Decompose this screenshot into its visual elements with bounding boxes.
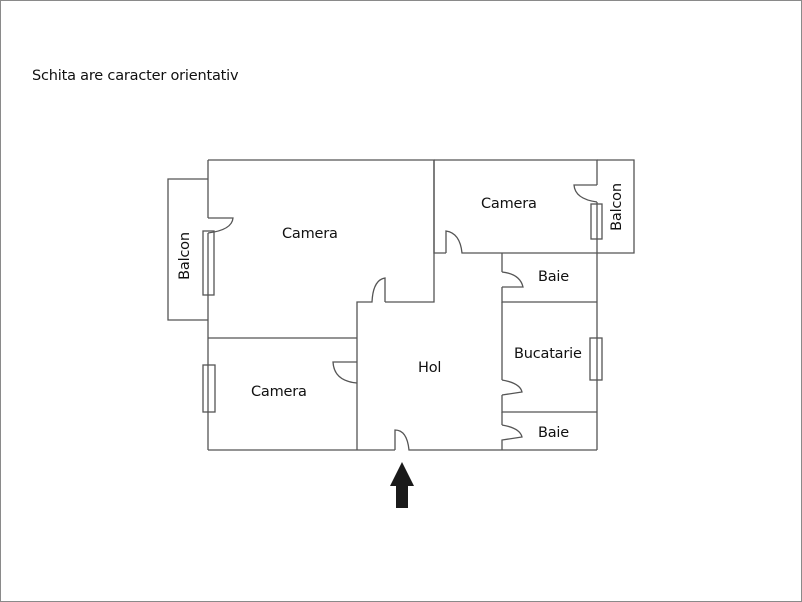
- window-bucatarie: [589, 337, 603, 381]
- door-balcony-right: [573, 184, 598, 203]
- door-camera-top-left: [356, 277, 386, 450]
- balcony-right-outline: [597, 159, 635, 254]
- room-label-camera-top-left: Camera: [282, 226, 338, 242]
- door-camera-bottom-left: [332, 361, 358, 384]
- door-baie-top: [501, 271, 524, 288]
- room-label-balcon-right: Balcon: [609, 183, 625, 231]
- arrow-up-icon: [390, 462, 414, 508]
- entrance-door: [394, 429, 597, 451]
- door-baie-bottom: [501, 424, 523, 450]
- room-label-camera-top-right: Camera: [481, 196, 537, 212]
- room-label-bucatarie: Bucatarie: [514, 346, 582, 362]
- door-bucatarie: [501, 379, 523, 396]
- window-balcony-left: [202, 230, 215, 296]
- window-camera-bottom-left: [202, 364, 216, 413]
- balcony-left-outline: [167, 178, 208, 321]
- door-balcony-left: [207, 217, 234, 234]
- room-label-balcon-left: Balcon: [177, 232, 193, 280]
- window-camera-top-right: [590, 203, 603, 240]
- disclaimer-note: Schita are caracter orientativ: [32, 68, 239, 84]
- door-camera-top-right: [445, 230, 597, 254]
- room-label-baie-top: Baie: [538, 269, 569, 285]
- room-label-baie-bottom: Baie: [538, 425, 569, 441]
- room-label-camera-bottom-left: Camera: [251, 384, 307, 400]
- room-label-hol: Hol: [418, 360, 442, 376]
